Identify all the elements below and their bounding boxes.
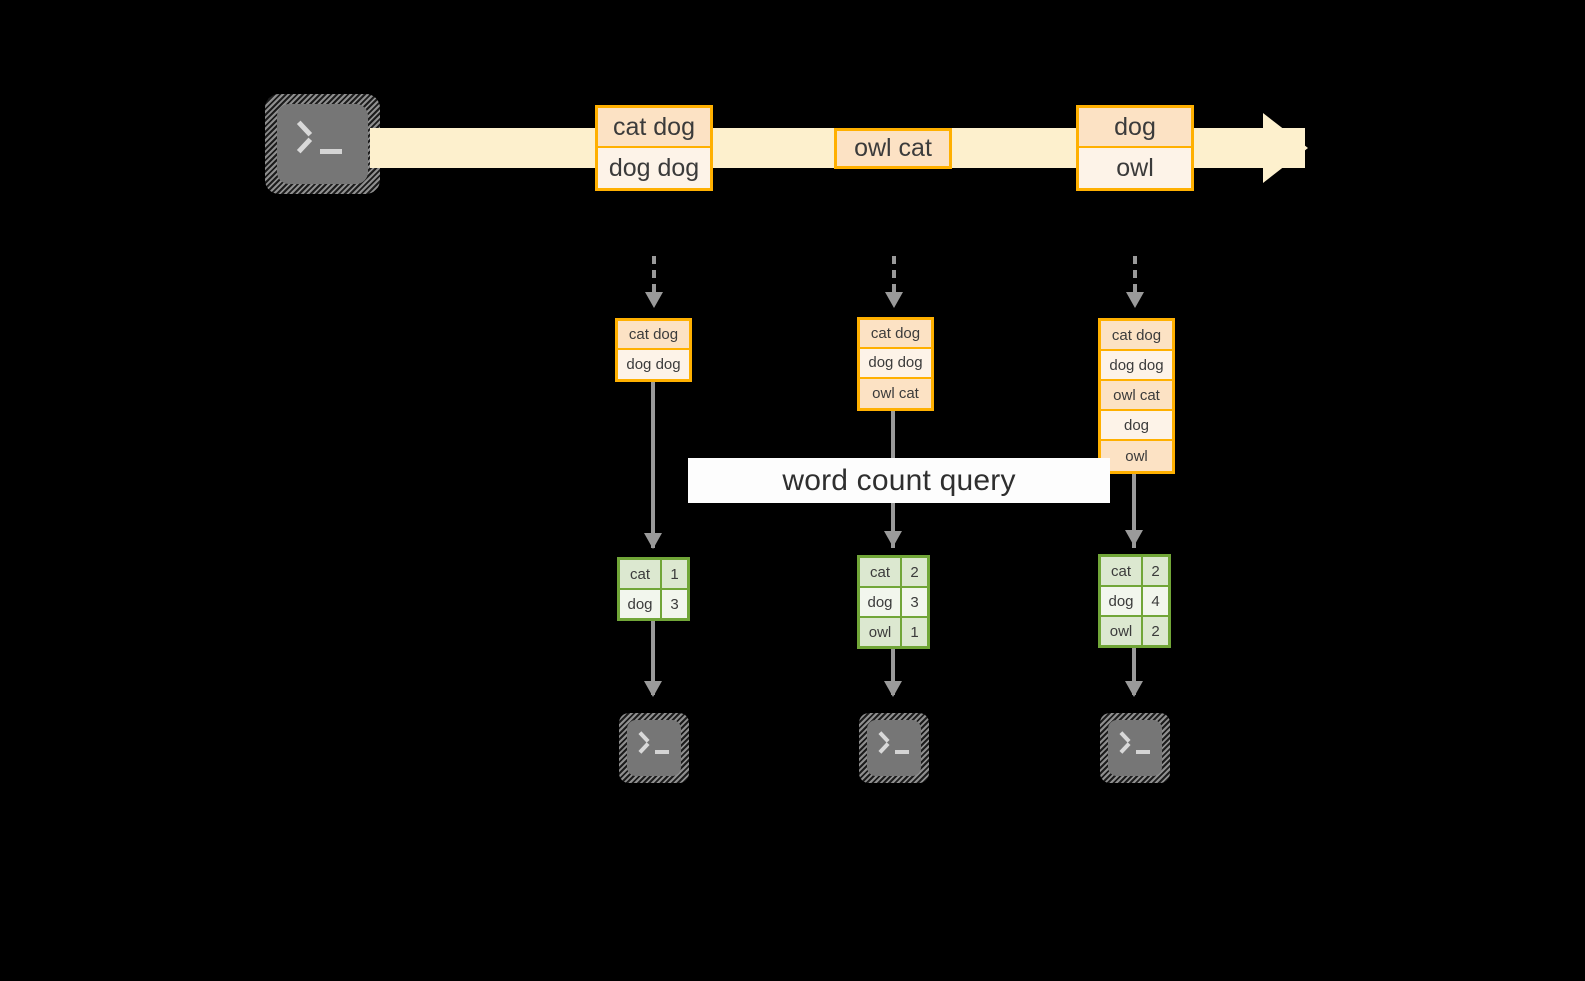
stream-group-3[interactable]: dog owl <box>1076 105 1194 191</box>
stream-event: dog <box>1079 108 1191 148</box>
query-connector-arrowhead-3 <box>1125 530 1143 546</box>
query-connector-arrowhead-1 <box>644 533 662 549</box>
result-count: 1 <box>902 618 927 646</box>
query-band: word count query <box>688 458 1110 503</box>
result-word: owl <box>1101 617 1143 645</box>
table-row: owl 1 <box>860 618 927 646</box>
stream-event: cat dog <box>598 108 710 148</box>
sink-connector-3 <box>1132 648 1136 695</box>
snapshot-3-result[interactable]: cat 2 dog 4 owl 2 <box>1098 554 1171 648</box>
snapshot-1-events[interactable]: cat dog dog dog <box>615 318 692 382</box>
result-word: cat <box>1101 557 1143 585</box>
terminal-underscore <box>895 750 909 754</box>
result-count: 3 <box>902 588 927 616</box>
stream-event: dog dog <box>598 148 710 188</box>
terminal-body <box>277 104 368 184</box>
query-label: word count query <box>782 463 1016 497</box>
query-connector-3 <box>1132 474 1136 548</box>
terminal-body <box>627 720 681 776</box>
result-word: dog <box>1101 587 1143 615</box>
table-row: dog 3 <box>860 588 927 618</box>
snapshot-event: cat dog <box>1101 321 1172 351</box>
table-row: cat 2 <box>1101 557 1168 587</box>
snapshot-event: dog <box>1101 411 1172 441</box>
result-word: cat <box>620 560 662 588</box>
snapshot-connector-3 <box>1133 256 1137 292</box>
result-word: owl <box>860 618 902 646</box>
sink-connector-arrowhead-2 <box>884 681 902 697</box>
result-count: 4 <box>1143 587 1168 615</box>
stream-group-2[interactable]: owl cat <box>834 128 952 169</box>
snapshot-event: owl <box>1101 441 1172 471</box>
table-row: cat 2 <box>860 558 927 588</box>
snapshot-event: cat dog <box>618 321 689 350</box>
sink-connector-arrowhead-3 <box>1125 681 1143 697</box>
snapshot-connector-arrowhead-3 <box>1126 292 1144 308</box>
sink-connector-arrowhead-1 <box>644 681 662 697</box>
result-word: dog <box>860 588 902 616</box>
snapshot-event: dog dog <box>860 349 931 379</box>
stream-event: owl cat <box>837 131 949 166</box>
terminal-body <box>1108 720 1162 776</box>
result-count: 1 <box>662 560 687 588</box>
snapshot-event: dog dog <box>618 350 689 379</box>
snapshot-connector-2 <box>892 256 896 292</box>
query-connector-arrowhead-2 <box>884 531 902 547</box>
table-row: cat 1 <box>620 560 687 590</box>
terminal-body <box>867 720 921 776</box>
stream-event: owl <box>1079 148 1191 188</box>
terminal-underscore <box>320 149 342 154</box>
result-count: 3 <box>662 590 687 618</box>
terminal-icon-source[interactable] <box>265 94 380 194</box>
snapshot-connector-arrowhead-1 <box>645 292 663 308</box>
snapshot-3-events[interactable]: cat dog dog dog owl cat dog owl <box>1098 318 1175 474</box>
terminal-underscore <box>1136 750 1150 754</box>
snapshot-2-result[interactable]: cat 2 dog 3 owl 1 <box>857 555 930 649</box>
snapshot-connector-1 <box>652 256 656 292</box>
snapshot-event: cat dog <box>860 320 931 350</box>
sink-connector-2 <box>891 649 895 695</box>
query-connector-1 <box>651 382 655 548</box>
result-count: 2 <box>1143 617 1168 645</box>
result-word: dog <box>620 590 662 618</box>
snapshot-event: owl cat <box>1101 381 1172 411</box>
terminal-icon-sink-2[interactable] <box>859 713 929 783</box>
terminal-underscore <box>655 750 669 754</box>
stream-group-1[interactable]: cat dog dog dog <box>595 105 713 191</box>
table-row: dog 4 <box>1101 587 1168 617</box>
result-word: cat <box>860 558 902 586</box>
event-stream-arrowhead <box>1263 113 1308 183</box>
table-row: owl 2 <box>1101 617 1168 645</box>
terminal-icon-sink-1[interactable] <box>619 713 689 783</box>
sink-connector-1 <box>651 621 655 695</box>
snapshot-event: dog dog <box>1101 351 1172 381</box>
snapshot-event: owl cat <box>860 378 931 408</box>
snapshot-connector-arrowhead-2 <box>885 292 903 308</box>
terminal-icon-sink-3[interactable] <box>1100 713 1170 783</box>
snapshot-2-events[interactable]: cat dog dog dog owl cat <box>857 317 934 411</box>
result-count: 2 <box>902 558 927 586</box>
table-row: dog 3 <box>620 590 687 618</box>
result-count: 2 <box>1143 557 1168 585</box>
snapshot-1-result[interactable]: cat 1 dog 3 <box>617 557 690 621</box>
